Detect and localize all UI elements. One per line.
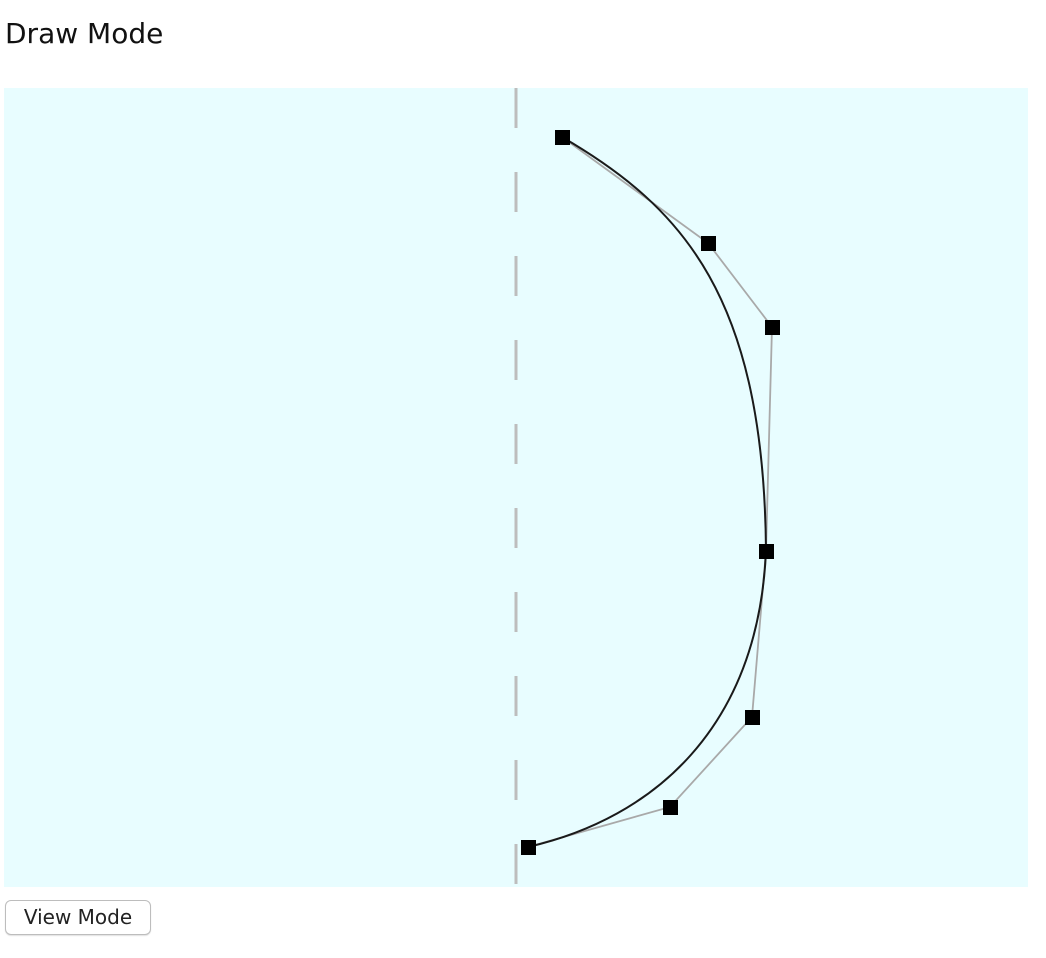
control-point-handle[interactable]: [759, 544, 774, 559]
canvas-svg[interactable]: [4, 88, 1028, 887]
control-point-handle[interactable]: [521, 840, 536, 855]
control-point-handle[interactable]: [745, 710, 760, 725]
control-point-handle[interactable]: [555, 130, 570, 145]
drawing-canvas[interactable]: [4, 88, 1028, 887]
view-mode-button[interactable]: View Mode: [5, 900, 151, 935]
control-point-handle[interactable]: [663, 800, 678, 815]
page-title: Draw Mode: [5, 17, 164, 50]
control-point-handle[interactable]: [701, 236, 716, 251]
control-point-handle[interactable]: [765, 320, 780, 335]
canvas-background: [4, 88, 1028, 887]
